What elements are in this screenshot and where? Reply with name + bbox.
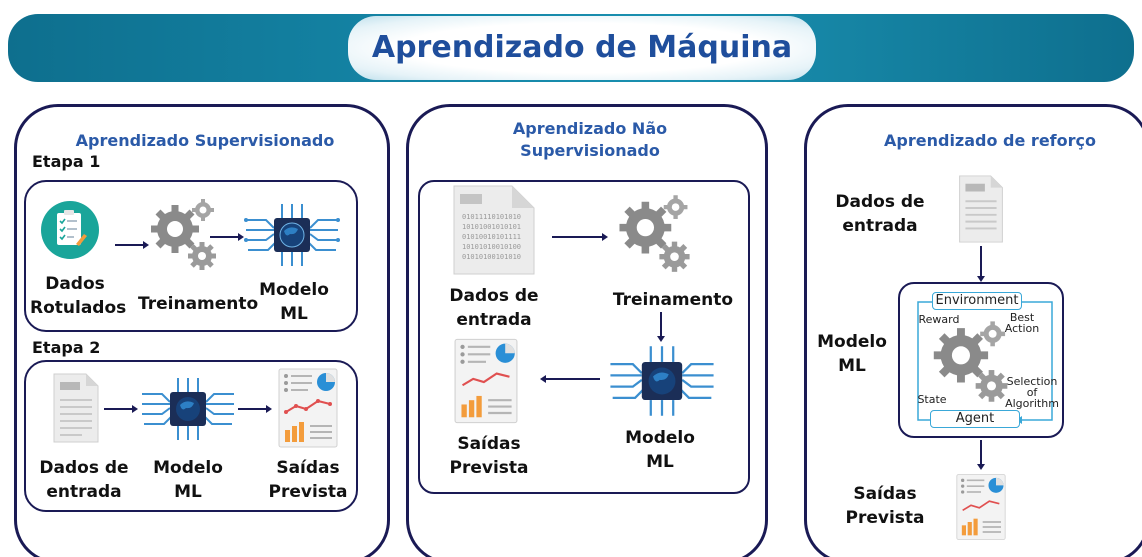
document-icon (53, 373, 99, 443)
gears-icon (933, 321, 1008, 402)
u-training-label: Treinamento (612, 290, 734, 310)
arrow-icon (977, 440, 985, 470)
ml-chip-icon (142, 378, 234, 440)
arrow-icon (552, 233, 608, 241)
doc-bit-line: 10101010010100 (462, 243, 522, 251)
report-icon (956, 474, 1006, 540)
arrow-icon (115, 241, 149, 249)
s1-training-label: Treinamento (138, 294, 259, 314)
rl-reward: Reward (918, 313, 960, 326)
ml-chip-icon (610, 346, 714, 416)
report-icon (278, 368, 338, 448)
ml-chip-icon (244, 204, 340, 266)
reinforcement-title: Aprendizado de reforço (884, 131, 1096, 150)
arrow-icon (210, 233, 244, 241)
rl-state: State (917, 393, 947, 406)
s2-model-label: Modelo ML (153, 458, 223, 502)
document-icon (959, 175, 1003, 243)
u-model-label: Modelo ML (625, 428, 695, 472)
header-pill (348, 16, 816, 80)
arrow-icon (104, 405, 138, 413)
arrow-icon (657, 312, 665, 342)
rl-best-action: Best Action (1004, 311, 1040, 335)
gears-icon (619, 195, 690, 272)
doc-bits: 01011110101010 10101001010101 0101001010… (462, 212, 534, 262)
doc-bit-line: 01011110101010 (462, 213, 522, 221)
rl-environment: Environment (932, 292, 1022, 310)
doc-bit-line: 10101001010101 (462, 223, 522, 231)
page-title: Aprendizado de Máquina (371, 30, 793, 65)
unsupervised-title: Aprendizado Não Supervisionado (512, 119, 668, 160)
gears-icon (151, 199, 216, 270)
report-icon (454, 338, 518, 424)
r-input-label: Dados de entrada (835, 192, 925, 236)
doc-bit-line: 01010010101111 (462, 233, 522, 241)
u-output-label: Saídas Prevista (449, 434, 529, 478)
s2-output-label: Saídas Prevista (268, 458, 348, 502)
rl-selection: Selection of Algorithm (1005, 375, 1059, 410)
arrow-icon (540, 375, 600, 383)
r-model-label: Modelo ML (817, 332, 887, 376)
arrow-icon (977, 246, 985, 282)
s1-model-label: Modelo ML (259, 280, 329, 324)
u-input-label: Dados de entrada (449, 286, 539, 330)
s1-labeled-label: Dados Rotulados (30, 274, 127, 318)
rl-agent: Agent (930, 410, 1020, 428)
stage2-label: Etapa 2 (32, 338, 101, 357)
document-icon (453, 185, 535, 275)
stage1-label: Etapa 1 (32, 152, 101, 171)
r-output-label: Saídas Prevista (845, 484, 925, 528)
doc-bit-line: 01010100101010 (462, 253, 522, 261)
s2-input-label: Dados de entrada (39, 458, 129, 502)
arrow-icon (238, 405, 272, 413)
checklist-icon (41, 201, 99, 259)
supervised-title: Aprendizado Supervisionado (75, 131, 335, 150)
